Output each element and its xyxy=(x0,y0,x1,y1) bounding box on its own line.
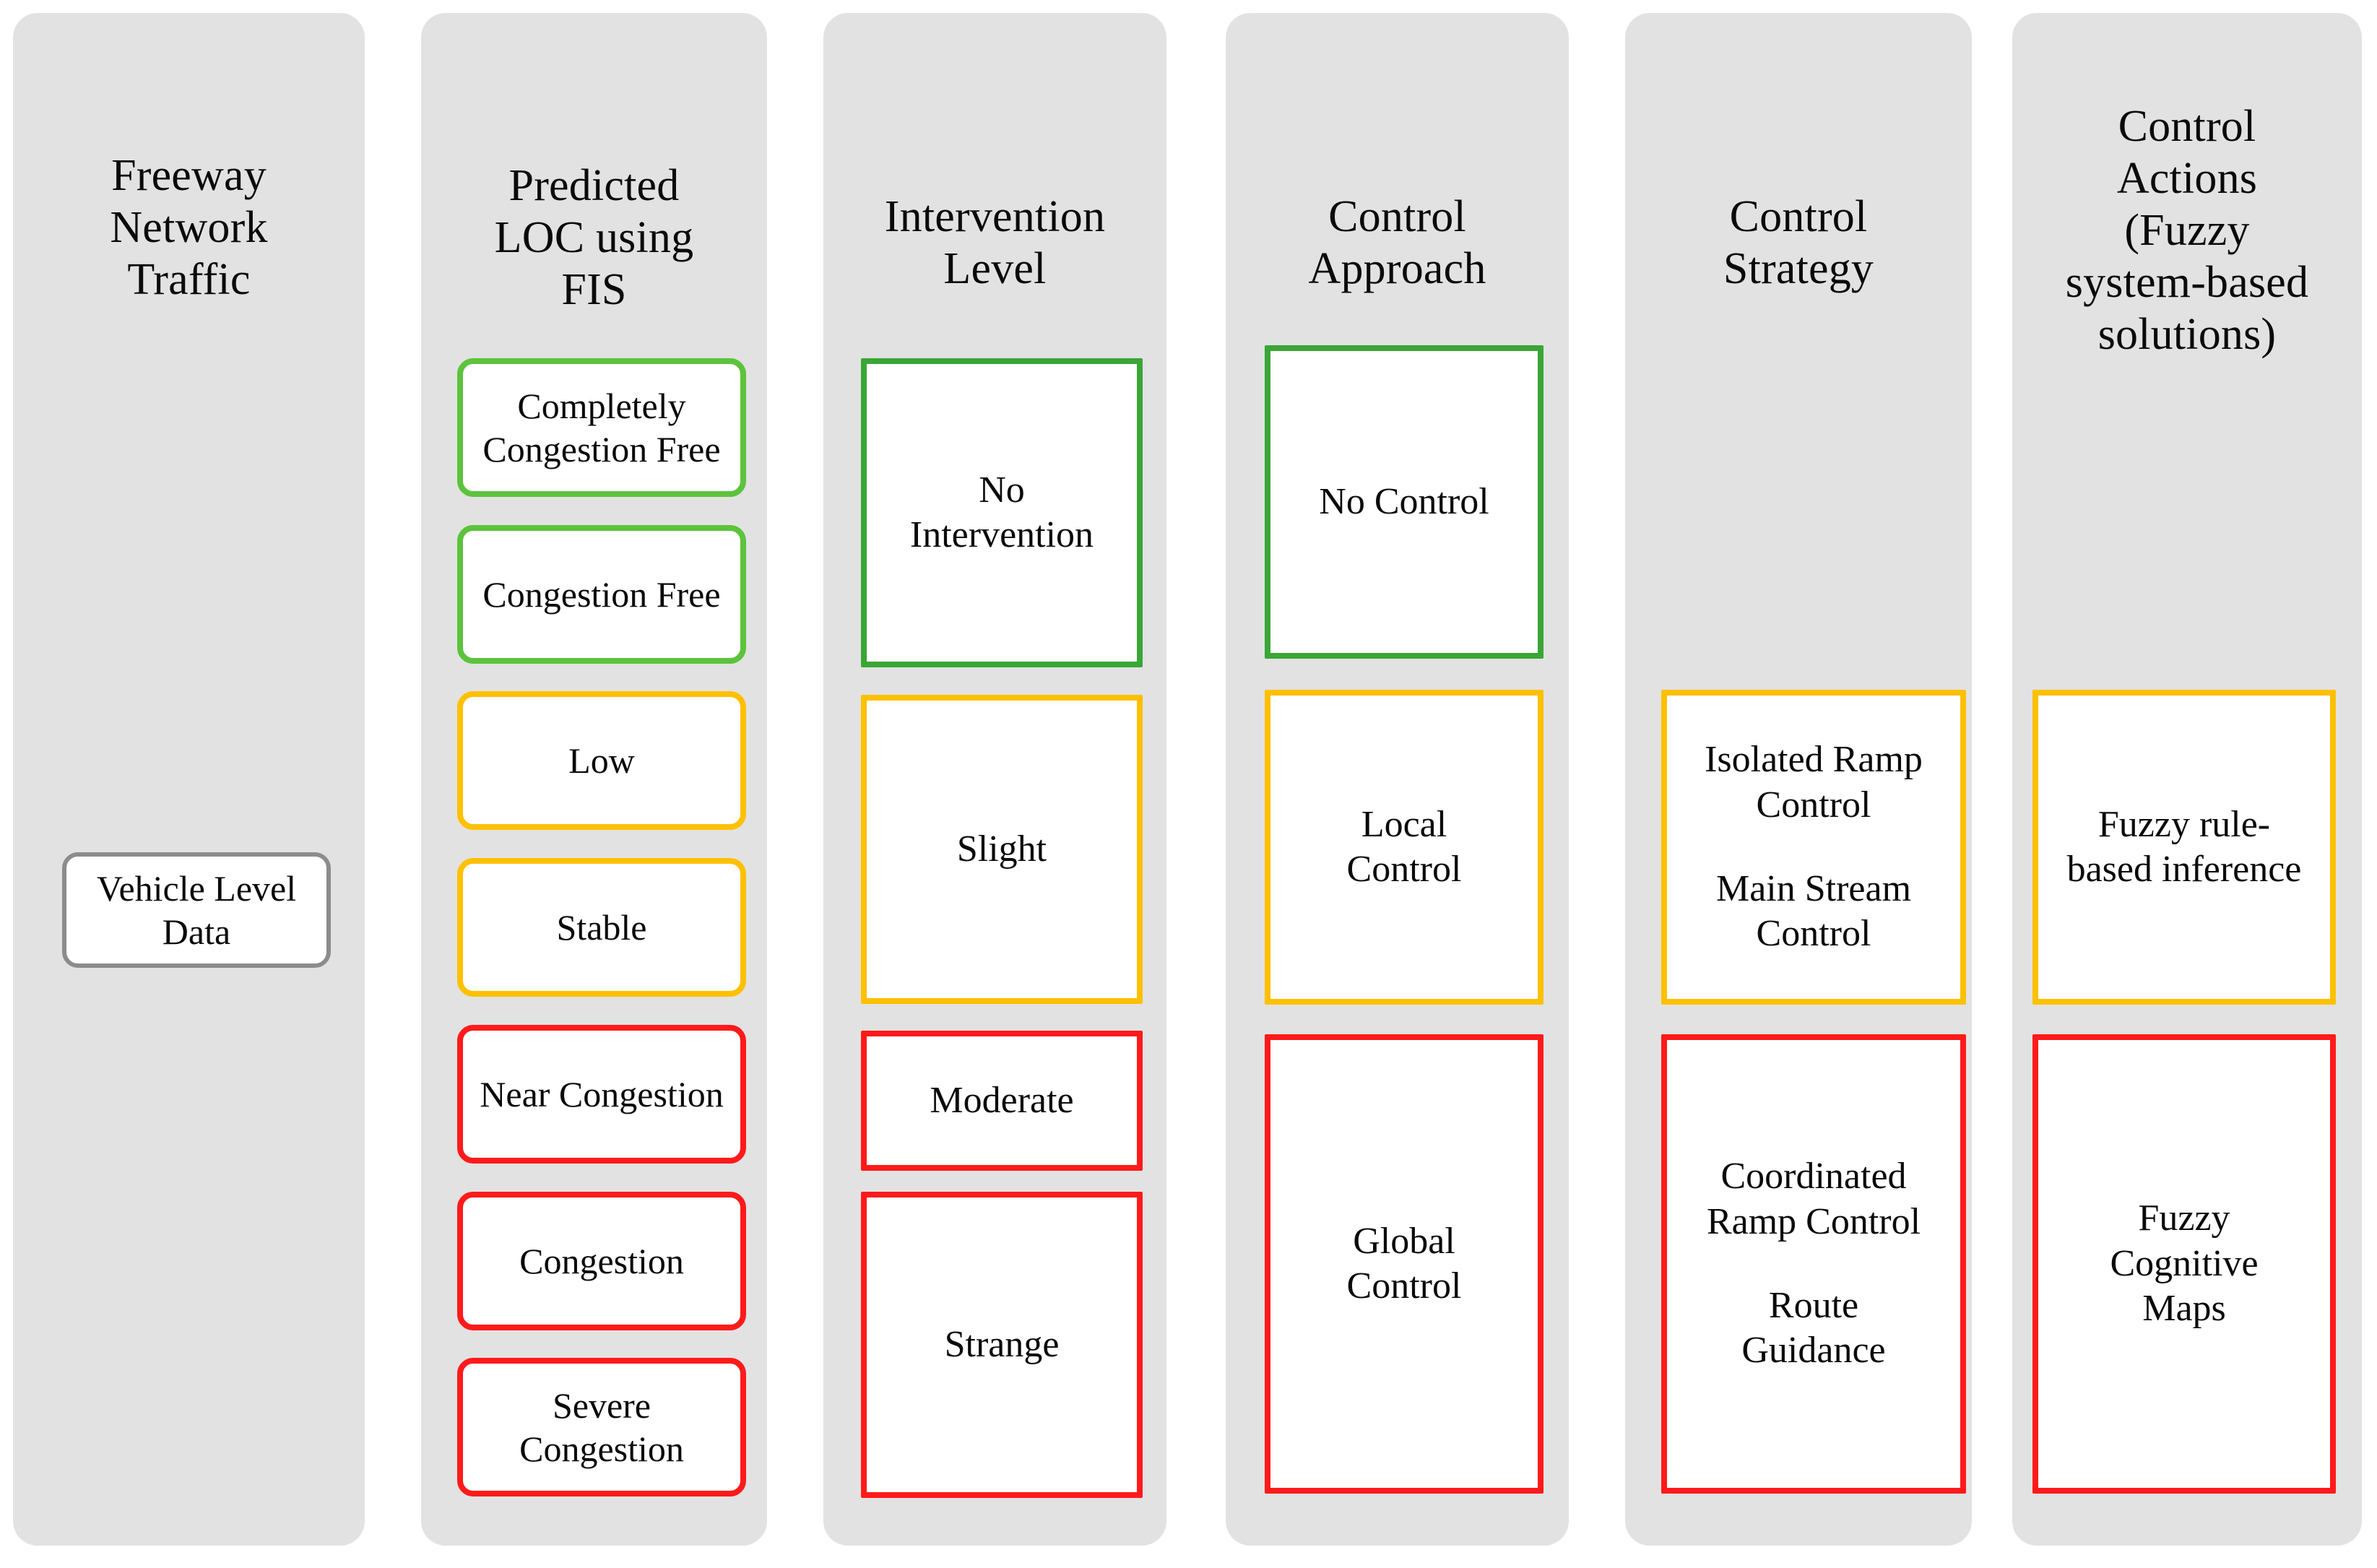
box-stable[interactable]: Stable xyxy=(457,858,746,997)
box-label-no-control: No Control xyxy=(1319,480,1489,522)
box-label-completely-congestion-free: Completely Congestion Free xyxy=(482,386,721,469)
box-vehicle-level-data[interactable]: Vehicle Level Data xyxy=(62,852,331,968)
box-low[interactable]: Low xyxy=(457,691,746,830)
box-label-no-intervention: No Intervention xyxy=(909,469,1094,555)
box-no-intervention[interactable]: No Intervention xyxy=(861,358,1143,667)
column-title-predicted-loc-using-fis: Predicted LOC using FIS xyxy=(494,161,694,314)
box-label-vehicle-level-data: Vehicle Level Data xyxy=(96,868,297,952)
box-label-global-control: Global Control xyxy=(1346,1220,1462,1307)
box-label-moderate: Moderate xyxy=(930,1079,1074,1121)
box-label-fuzzy-cognitive-maps: Fuzzy Cognitive Maps xyxy=(2110,1197,2259,1330)
box-label-severe-congestion: Severe Congestion xyxy=(519,1385,684,1469)
box-global-control[interactable]: Global Control xyxy=(1265,1034,1543,1494)
column-title-control-actions: Control Actions (Fuzzy system-based solu… xyxy=(2065,102,2309,359)
column-panel-freeway-network-traffic: Freeway Network Traffic xyxy=(13,13,365,1546)
box-coordinated-ramp-control-and-route-guidance-segment-2: Route Guidance xyxy=(1741,1285,1886,1372)
box-label-local-control: Local Control xyxy=(1346,803,1462,890)
column-title-control-approach: Control Approach xyxy=(1308,192,1486,293)
box-moderate[interactable]: Moderate xyxy=(861,1031,1143,1171)
box-label-congestion: Congestion xyxy=(519,1241,684,1281)
box-severe-congestion[interactable]: Severe Congestion xyxy=(457,1358,746,1496)
box-coordinated-ramp-control-and-route-guidance-segment-1: Coordinated Ramp Control xyxy=(1706,1156,1921,1242)
box-isolated-ramp-and-main-stream-control-segment-2: Main Stream Control xyxy=(1715,868,1912,955)
box-fuzzy-cognitive-maps[interactable]: Fuzzy Cognitive Maps xyxy=(2032,1034,2336,1494)
box-strange[interactable]: Strange xyxy=(861,1192,1143,1498)
column-title-freeway-network-traffic: Freeway Network Traffic xyxy=(110,151,268,304)
box-isolated-ramp-and-main-stream-control-segment-1: Isolated Ramp Control xyxy=(1705,739,1923,826)
box-congestion-free[interactable]: Congestion Free xyxy=(457,525,746,664)
box-congestion[interactable]: Congestion xyxy=(457,1192,746,1330)
box-no-control[interactable]: No Control xyxy=(1265,345,1543,659)
box-label-fuzzy-rule-based-inference: Fuzzy rule- based inference xyxy=(2066,803,2302,890)
box-slight[interactable]: Slight xyxy=(861,695,1143,1004)
column-title-intervention-level: Intervention Level xyxy=(884,192,1106,293)
box-near-congestion[interactable]: Near Congestion xyxy=(457,1025,746,1164)
box-label-slight: Slight xyxy=(956,828,1047,870)
column-title-control-strategy: Control Strategy xyxy=(1723,192,1874,293)
box-label-stable: Stable xyxy=(556,907,647,948)
box-completely-congestion-free[interactable]: Completely Congestion Free xyxy=(457,358,746,497)
box-local-control[interactable]: Local Control xyxy=(1265,690,1543,1005)
box-label-strange: Strange xyxy=(944,1323,1060,1365)
box-fuzzy-rule-based-inference[interactable]: Fuzzy rule- based inference xyxy=(2032,690,2336,1005)
box-label-low: Low xyxy=(568,740,635,781)
box-label-near-congestion: Near Congestion xyxy=(480,1074,724,1114)
box-label-congestion-free: Congestion Free xyxy=(482,574,721,615)
